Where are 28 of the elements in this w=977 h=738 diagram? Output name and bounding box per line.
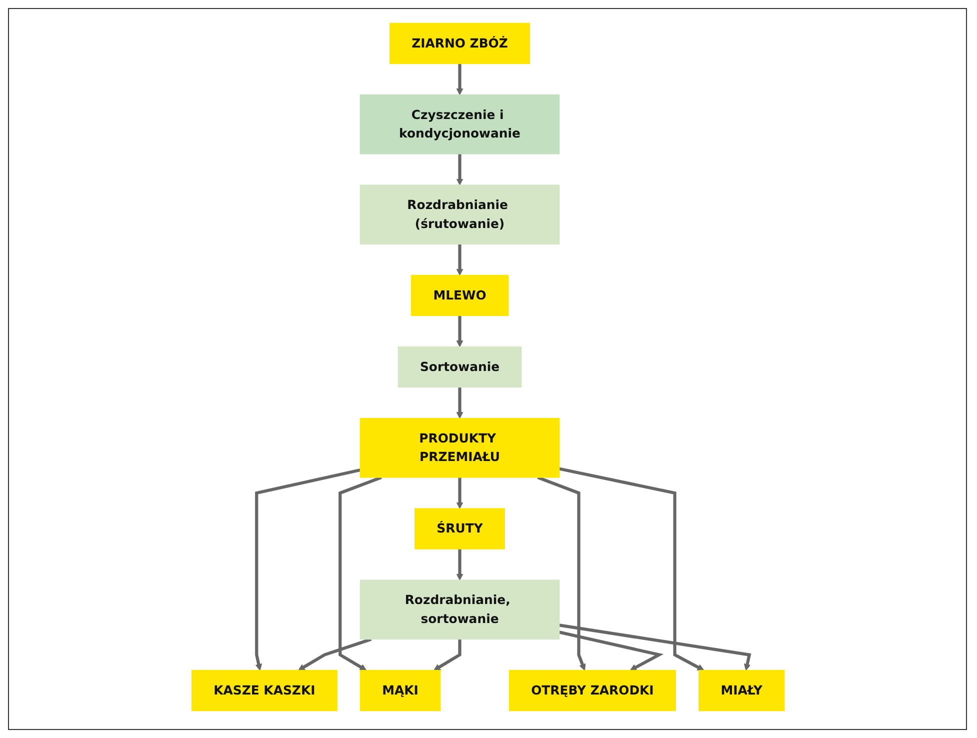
arrow bbox=[254, 468, 360, 671]
node-box bbox=[359, 670, 440, 712]
node-box bbox=[359, 184, 560, 244]
arrow bbox=[338, 476, 382, 671]
node-box bbox=[698, 670, 784, 712]
arrow bbox=[456, 387, 463, 419]
node-box bbox=[397, 346, 522, 388]
arrow bbox=[456, 154, 463, 186]
arrow bbox=[558, 630, 664, 671]
arrow bbox=[456, 244, 463, 276]
node-box bbox=[508, 670, 676, 712]
node-box bbox=[359, 94, 560, 154]
arrow bbox=[558, 467, 704, 671]
node-box bbox=[359, 418, 560, 478]
node-box bbox=[359, 580, 560, 640]
node-box bbox=[414, 508, 504, 550]
node-box bbox=[190, 670, 337, 712]
arrow bbox=[456, 64, 463, 96]
arrow bbox=[456, 316, 463, 348]
arrow bbox=[456, 549, 463, 580]
arrow bbox=[433, 639, 461, 671]
arrow bbox=[536, 476, 586, 671]
arrow bbox=[456, 477, 463, 509]
flowchart-diagram: ZIARNO ZBÓŻ Czyszczenie i kondycjonowanie Rozdrabnianie (śrutowanie) MLEWO Sortowanie PRODUKTY PRZEMIAŁU ŚRUTY KASZE KASZKI MĄKI OTRĘBY ZARODKI MIAŁY Rozdrabnianie, sortowanie bbox=[18, 17, 958, 717]
arrow bbox=[298, 638, 372, 671]
arrow bbox=[558, 624, 751, 671]
node-box bbox=[410, 274, 508, 316]
node-box bbox=[388, 22, 530, 64]
